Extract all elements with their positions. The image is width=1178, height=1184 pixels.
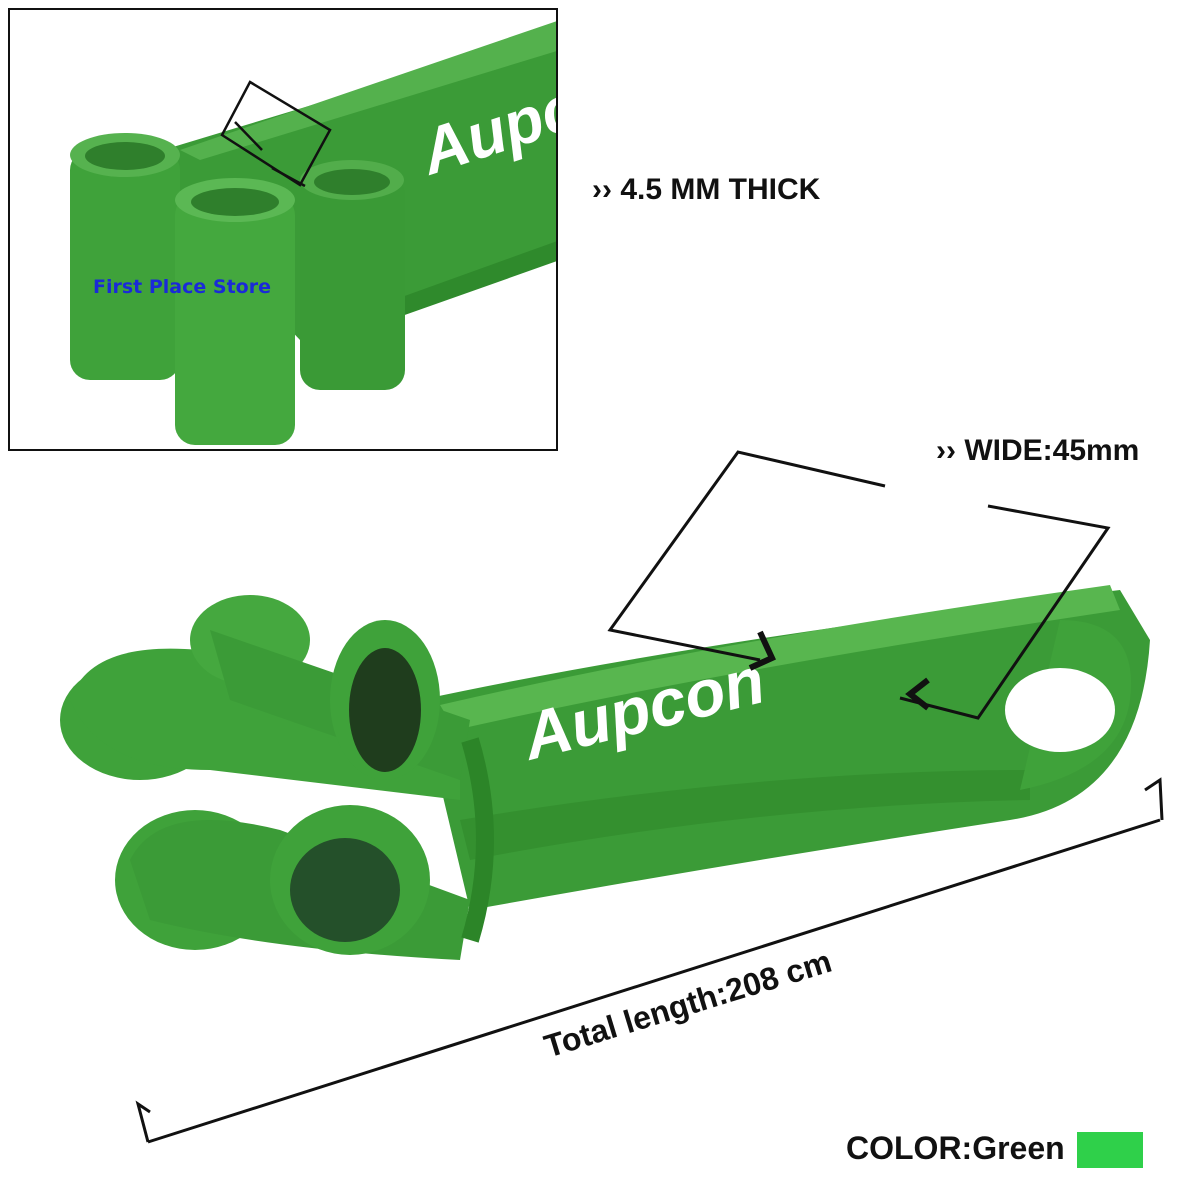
thickness-label: ›› 4.5 MM THICK [592, 173, 821, 206]
store-watermark: First Place Store [93, 276, 271, 298]
color-label: COLOR:Green [846, 1130, 1065, 1166]
width-label: ›› WIDE:45mm [936, 434, 1140, 467]
color-swatch [1077, 1132, 1143, 1168]
inset-band-illustration: Aupc [70, 21, 556, 445]
inset-photo-frame: Aupc First Place Store [8, 8, 558, 451]
